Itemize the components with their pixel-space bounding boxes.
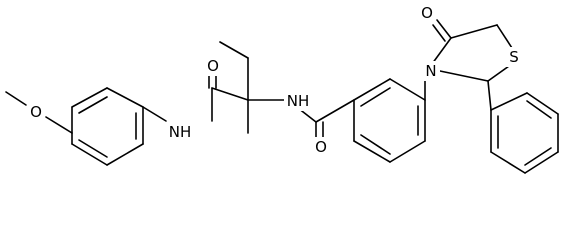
atom-nh-benzamide: NH	[284, 91, 314, 111]
atom-o-benzamide: O	[312, 137, 330, 157]
atom-s-thiazolidine: S	[506, 47, 522, 67]
label-o-amide-top: O	[207, 57, 219, 75]
bond-ring2-e	[353, 140, 391, 163]
label-o-benzamide: O	[315, 138, 327, 156]
bond-thz-co-1	[436, 19, 452, 39]
label-s-thiazolidine: S	[509, 48, 519, 66]
bond-ch-n	[439, 70, 489, 82]
atom-o-amide-top: O	[204, 56, 222, 76]
bond-ring3-d	[524, 151, 559, 174]
label-o-thiazolidinone: O	[421, 4, 433, 22]
atom-nh-anilide: NH	[166, 122, 196, 142]
bond-methyl-o	[5, 91, 27, 106]
bonds	[5, 19, 559, 174]
bond-s-ch	[487, 65, 510, 82]
bond-ring1-b	[71, 87, 108, 108]
atom-o-methoxy: O	[27, 102, 45, 122]
atom-labels: O NH O NH O N O S	[27, 3, 522, 157]
molecule-diagram: O NH O NH O N O S	[5, 3, 559, 174]
bond-ch2-ch3	[219, 41, 249, 59]
bond-ring3-b	[526, 92, 559, 115]
bond-ring2-inner-3	[360, 134, 391, 155]
bond-ring1-inner-3	[78, 139, 108, 158]
label-o-methoxy: O	[30, 103, 42, 121]
bond-carbonyl-ch2	[450, 24, 498, 39]
bond-ring2-inner-1	[360, 87, 391, 107]
atom-o-thiazolidinone: O	[418, 3, 436, 23]
label-n-thiazolidine: N	[425, 62, 436, 80]
bond-ring2-a	[353, 78, 391, 101]
bond-ring2-b	[389, 78, 426, 101]
label-nh-anilide: NH	[169, 123, 192, 141]
bond-ring3-inner-2	[524, 147, 552, 166]
bond-ring1-inner-1	[78, 96, 108, 114]
bond-aryl-nh	[142, 106, 167, 122]
atom-n-thiazolidine: N	[422, 61, 440, 81]
bond-ring1-e	[106, 143, 144, 166]
bond-ch2-s	[496, 24, 513, 49]
label-nh-benzamide: NH	[287, 92, 310, 110]
bond-carbonyl-quat	[211, 87, 249, 101]
bond-ch-phenyl	[487, 80, 492, 111]
bond-ring3-a	[490, 92, 528, 111]
bond-thz-co-2	[432, 24, 446, 42]
bond-ring1-c	[106, 87, 144, 108]
bond-o-aryl	[45, 116, 73, 134]
bond-ring3-inner-1	[526, 100, 552, 119]
bond-ring1-f	[71, 143, 108, 166]
bond-benzcarbonyl-ring	[315, 99, 355, 123]
bond-n-carbonyl	[431, 37, 452, 65]
bond-ring3-e	[490, 151, 526, 174]
bond-ring2-d	[389, 140, 426, 163]
